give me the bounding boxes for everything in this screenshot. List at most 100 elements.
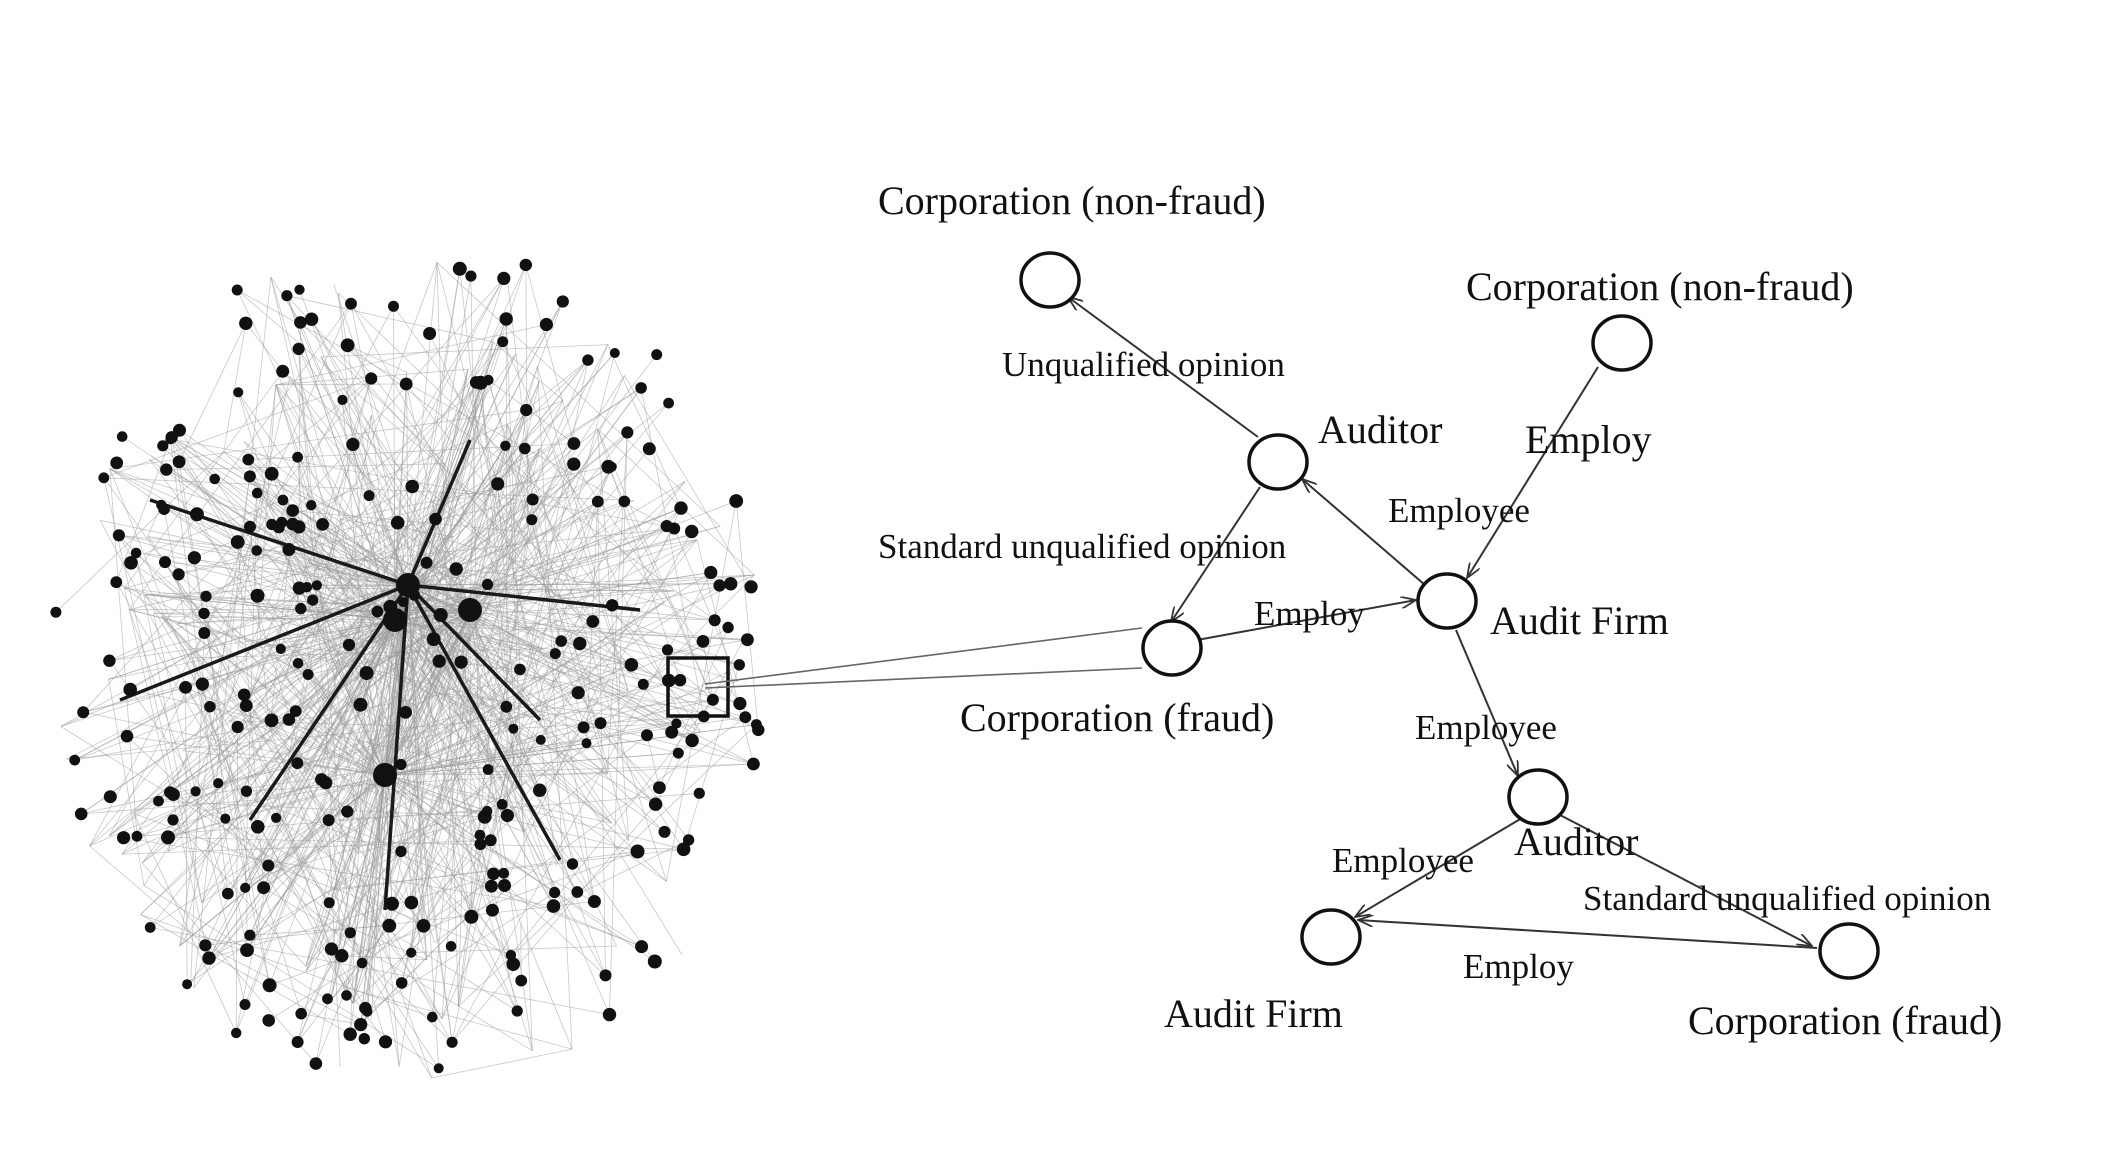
overview-node <box>363 490 375 502</box>
overview-edge <box>161 616 359 854</box>
overview-node <box>744 580 758 594</box>
overview-hub-edge <box>119 583 409 702</box>
overview-edge <box>624 375 752 588</box>
overview-edge <box>144 499 284 554</box>
overview-node <box>685 733 699 748</box>
overview-hub-edge <box>406 439 472 586</box>
overview-edge <box>236 289 396 621</box>
overview-node <box>213 778 224 789</box>
overview-hub-edge <box>406 583 542 722</box>
overview-node <box>198 627 211 639</box>
overview-node <box>741 633 754 647</box>
overview-edge <box>185 584 409 688</box>
overview-edge <box>286 295 396 621</box>
overview-edge <box>177 623 386 776</box>
overview-node <box>581 738 592 749</box>
overview-node <box>161 830 175 845</box>
overview-edge <box>161 504 514 730</box>
overview-edge <box>673 528 739 682</box>
overview-node <box>322 814 335 827</box>
edge-label-employ-1: Employ <box>1525 417 1652 462</box>
overview-edge <box>328 819 642 947</box>
overview-node <box>165 431 178 444</box>
overview-edge <box>108 584 409 680</box>
overview-edge <box>288 719 386 776</box>
overview-edge <box>469 539 698 611</box>
overview-node <box>426 632 441 647</box>
overview-node <box>671 718 682 729</box>
overview-node <box>485 903 499 917</box>
overview-node <box>164 786 177 799</box>
overview-edge <box>182 750 386 776</box>
overview-node <box>399 706 412 719</box>
overview-node <box>651 349 663 361</box>
overview-node <box>609 348 620 358</box>
overview-edge <box>163 509 248 951</box>
overview-node <box>395 758 407 771</box>
node-corp-nonfraud-2 <box>1591 314 1653 372</box>
overview-edge <box>278 701 504 874</box>
overview-edge <box>407 501 625 586</box>
overview-hub-node <box>396 573 420 597</box>
overview-edge <box>109 468 138 837</box>
overview-edge <box>597 428 714 700</box>
overview-node <box>130 547 142 559</box>
overview-edge <box>384 664 632 776</box>
overview-edge <box>109 468 677 724</box>
overview-edge <box>297 609 471 1043</box>
overview-edge <box>269 728 386 776</box>
node-audit-firm-1 <box>1416 572 1478 630</box>
overview-edge <box>384 641 704 776</box>
overview-node <box>239 999 251 1010</box>
overview-node <box>340 338 355 353</box>
overview-edge <box>434 609 471 693</box>
edge-corp-fraud-2-to-auditfirm-2 <box>1358 920 1818 949</box>
overview-node <box>429 512 442 526</box>
overview-edge <box>492 341 564 401</box>
overview-edge <box>469 609 693 741</box>
overview-node <box>533 783 547 797</box>
overview-edge <box>607 344 682 509</box>
overview-node <box>264 713 279 728</box>
overview-node <box>599 969 612 982</box>
overview-node <box>69 754 81 766</box>
overview-edge <box>429 333 600 702</box>
overview-edge <box>394 604 613 621</box>
overview-node <box>311 580 322 591</box>
overview-node <box>465 270 477 282</box>
edge-label-employee-3: Employee <box>1332 841 1474 880</box>
overview-hub-node <box>383 608 407 632</box>
overview-edge <box>169 619 396 793</box>
overview-edge <box>89 845 206 946</box>
overview-edge <box>205 486 413 597</box>
overview-edge <box>311 319 617 947</box>
overview-edge <box>109 428 598 837</box>
overview-node <box>289 705 302 717</box>
overview-node <box>200 590 212 602</box>
overview-node <box>157 440 169 452</box>
overview-edge <box>352 463 575 1004</box>
overview-node <box>182 979 193 990</box>
overview-node <box>275 643 286 655</box>
label-corp-nonfraud-2: Corporation (non-fraud) <box>1466 264 1854 309</box>
overview-edge <box>237 392 396 621</box>
overview-edge <box>237 392 367 674</box>
overview-node <box>500 808 514 823</box>
overview-node <box>469 376 483 389</box>
edge-label-employ-2: Employ <box>1254 594 1365 633</box>
overview-node <box>739 711 752 724</box>
overview-node <box>549 886 561 899</box>
overview-edge <box>178 461 248 881</box>
overview-node <box>220 813 231 824</box>
overview-node <box>382 918 397 933</box>
overview-node <box>103 654 116 667</box>
overview-edge <box>384 763 754 776</box>
overview-edge <box>702 641 714 700</box>
overview-edge <box>394 572 711 621</box>
overview-edge <box>295 609 471 712</box>
overview-node <box>432 654 446 668</box>
overview-edge <box>407 369 469 586</box>
overview-node <box>706 693 719 706</box>
overview-node <box>556 295 569 308</box>
overview-node <box>167 814 179 826</box>
